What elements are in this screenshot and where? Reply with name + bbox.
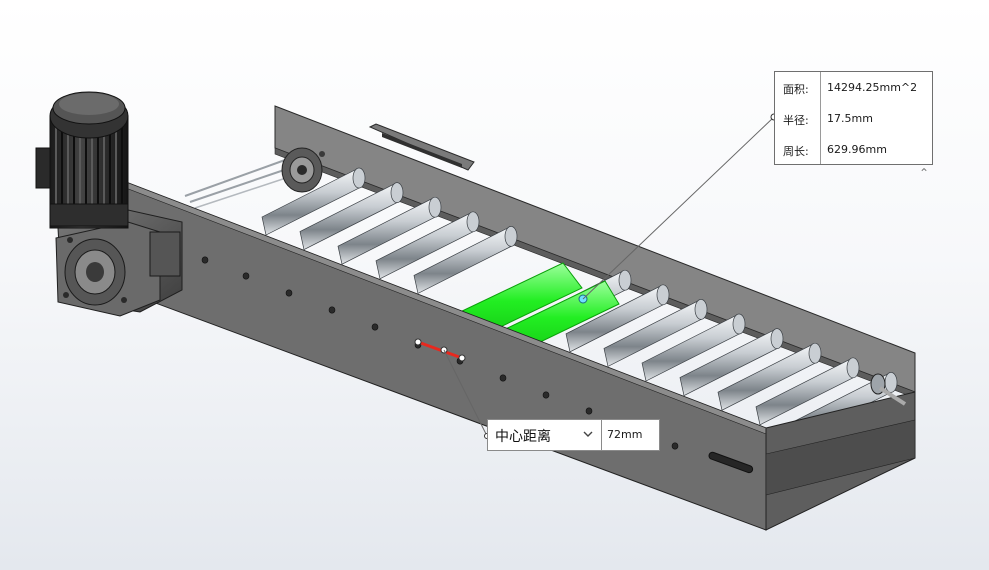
motor[interactable] [35, 91, 129, 229]
mounting-hole [285, 289, 293, 297]
roller[interactable] [755, 357, 860, 426]
mounting-hole [671, 442, 679, 450]
roller[interactable] [413, 226, 518, 294]
mounting-hole [242, 272, 250, 280]
roller[interactable] [603, 299, 708, 367]
perimeter-label: 周长: [783, 145, 809, 158]
adjust-slot [708, 451, 754, 474]
roller[interactable] [261, 167, 366, 236]
distance-type-label: 中心距离 [495, 429, 551, 445]
measure-row-radius: 半径: 17.5mm [775, 103, 932, 133]
mounting-hole [499, 374, 507, 382]
chevron-down-icon [583, 431, 593, 437]
roller[interactable] [717, 342, 822, 411]
measure-row-area: 面积: 14294.25mm^2 [775, 72, 932, 102]
gearbox[interactable] [55, 209, 183, 317]
drive-belt [184, 159, 296, 209]
roller[interactable] [565, 284, 670, 353]
roller[interactable] [299, 182, 404, 251]
mounting-hole [201, 256, 209, 264]
center-distance-line [414, 338, 490, 439]
mounting-hole [328, 306, 336, 314]
mounting-holes [201, 256, 679, 450]
area-value: 14294.25mm^2 [827, 81, 918, 94]
center-distance-callout: 中心距离 72mm [487, 419, 660, 451]
measure-row-perimeter: 周长: 629.96mm [775, 134, 932, 164]
radius-label: 半径: [783, 114, 809, 127]
chevron-up-icon[interactable]: ⌃ [918, 166, 930, 180]
roller[interactable] [337, 196, 442, 265]
top-bracket [368, 123, 475, 171]
distance-value: 72mm [607, 428, 643, 441]
back-bearing [281, 147, 325, 193]
mounting-hole [542, 391, 550, 399]
distance-type-dropdown[interactable]: 中心距离 [488, 420, 602, 450]
roller[interactable] [641, 313, 746, 382]
mounting-hole [371, 323, 379, 331]
roller[interactable] [679, 328, 784, 397]
radius-value: 17.5mm [827, 112, 873, 125]
mounting-hole [585, 407, 593, 415]
panel-divider [820, 72, 821, 164]
roller[interactable] [375, 211, 480, 280]
perimeter-value: 629.96mm [827, 143, 887, 156]
measure-results-panel: 面积: 14294.25mm^2 半径: 17.5mm 周长: 629.96mm [774, 71, 933, 165]
end-tray [765, 373, 916, 531]
area-label: 面积: [783, 83, 809, 96]
